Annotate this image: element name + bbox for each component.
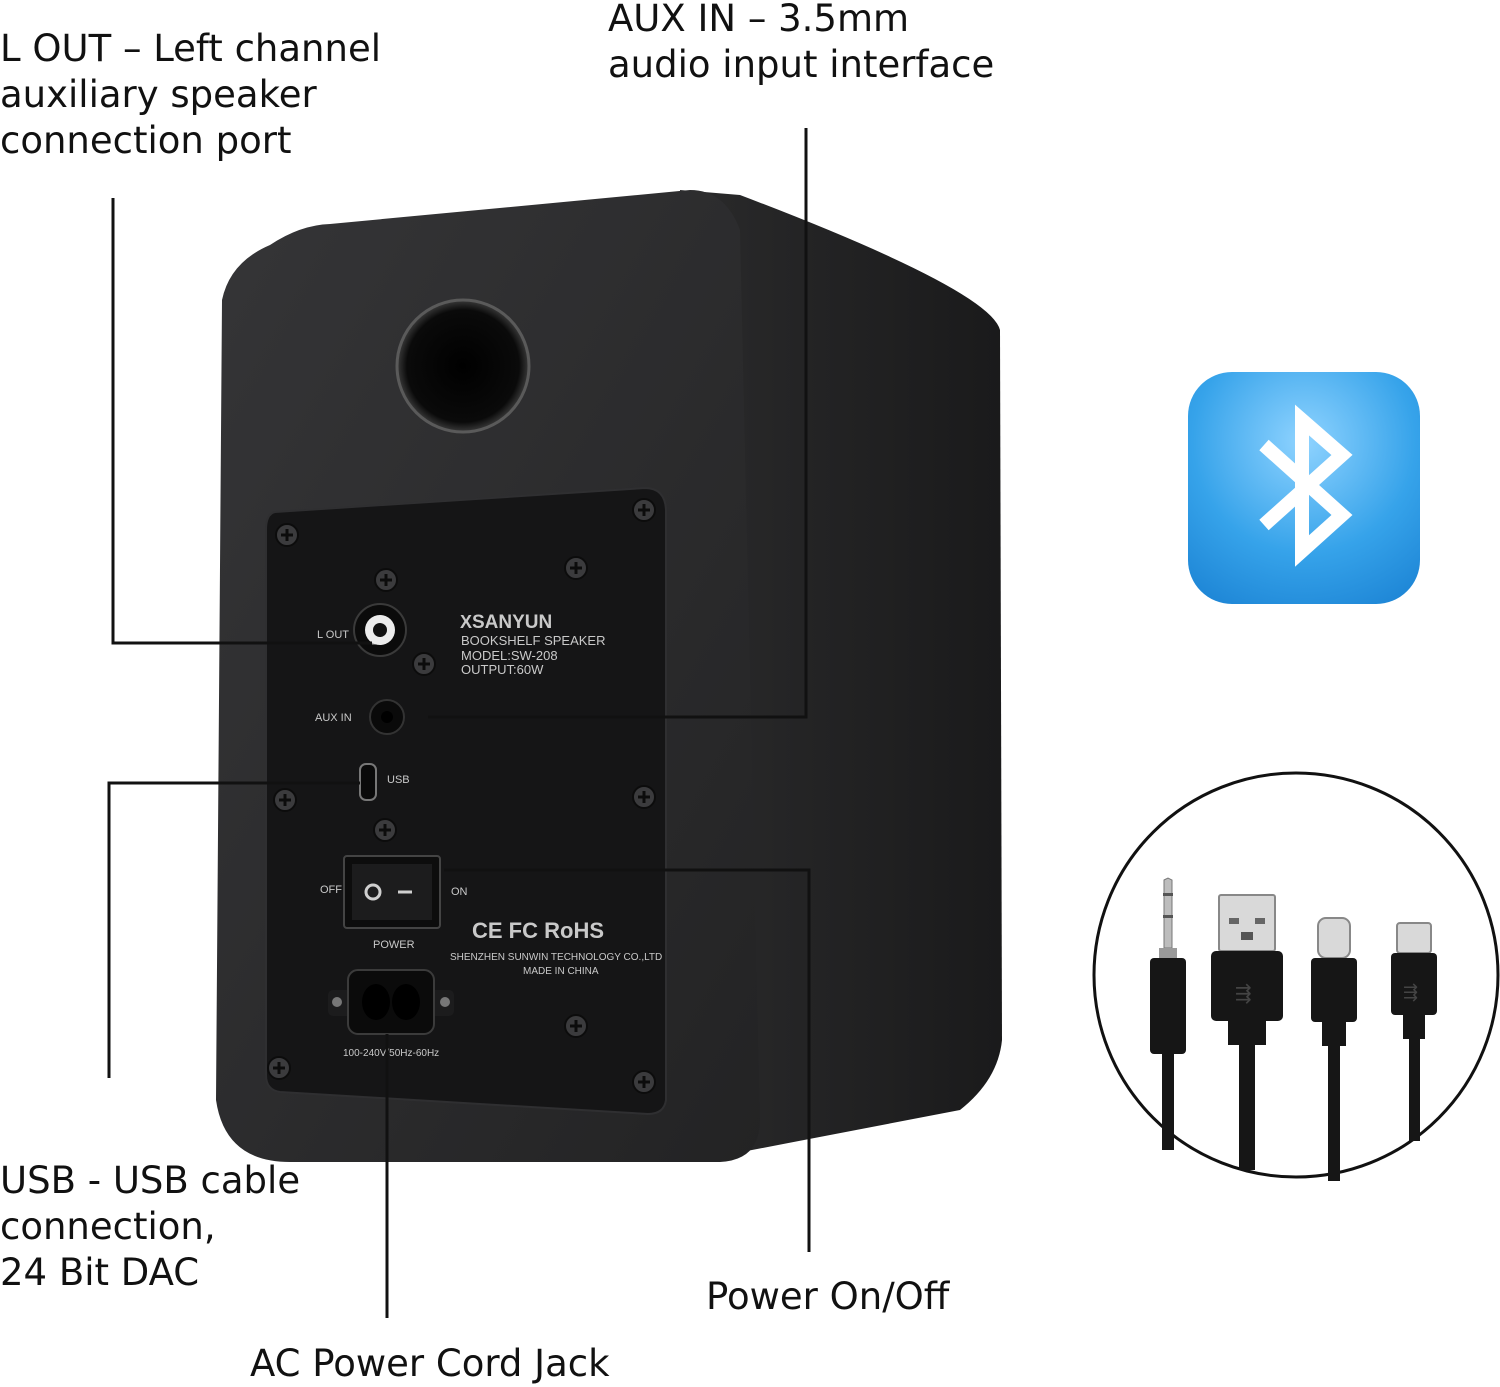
panel-maker: SHENZHEN SUNWIN TECHNOLOGY CO.,LTD: [450, 952, 662, 963]
screw-icon: [372, 817, 398, 843]
panel-l-out-label: L OUT: [317, 629, 349, 641]
screw-icon: [373, 567, 399, 593]
panel-voltage: 100-240V/50Hz-60Hz: [343, 1048, 439, 1059]
power-switch-icon: [343, 855, 441, 929]
callout-usb: USB - USB cable connection, 24 Bit DAC: [0, 1159, 301, 1294]
svg-text:⇶: ⇶: [1403, 982, 1418, 1003]
callout-ac: AC Power Cord Jack: [250, 1342, 610, 1385]
leader-lines: [107, 128, 811, 1318]
screw-icon: [631, 784, 657, 810]
screw-icon: [631, 497, 657, 523]
panel-usb-label: USB: [387, 774, 410, 786]
leader-line-l-out: [111, 198, 372, 645]
screw-icon: [411, 651, 437, 677]
micro-usb-cable-icon: ⇶: [1391, 922, 1437, 1141]
panel-power-label: POWER: [373, 939, 415, 951]
panel-product: BOOKSHELF SPEAKER: [461, 633, 606, 648]
usb-port-icon: [359, 763, 377, 801]
svg-text:⇶: ⇶: [1235, 981, 1252, 1005]
screw-icon: [274, 522, 300, 548]
callout-power: Power On/Off: [706, 1275, 950, 1318]
speaker-cabinet-side: [680, 190, 1002, 1160]
cables-circle-icon: ⇶ ⇶: [1092, 771, 1500, 1181]
callout-l-out: L OUT – Left channel auxiliary speaker c…: [0, 27, 381, 162]
screw-icon: [563, 1013, 589, 1039]
panel-made-in: MADE IN CHINA: [523, 966, 599, 977]
aux-jack-icon: [369, 699, 405, 735]
screw-icon: [563, 555, 589, 581]
panel-certs: CE FC RoHS: [472, 918, 604, 943]
panel-model: MODEL:SW-208: [461, 648, 558, 663]
screw-icon: [272, 787, 298, 813]
leader-line-usb: [107, 781, 360, 1078]
panel-on-label: ON: [451, 886, 468, 898]
callout-aux-in: AUX IN – 3.5mm audio input interface: [608, 0, 995, 86]
bass-port: [397, 300, 529, 432]
screw-icon: [266, 1055, 292, 1081]
screw-icon: [631, 1069, 657, 1095]
usb-a-cable-icon: ⇶: [1211, 894, 1283, 1170]
panel-off-label: OFF: [320, 884, 342, 896]
leader-line-aux-in: [428, 128, 808, 719]
panel-output: OUTPUT:60W: [461, 662, 544, 677]
back-panel-plate: [265, 486, 667, 1116]
panel-aux-in-label: AUX IN: [315, 712, 352, 724]
leader-line-power: [444, 868, 811, 1252]
panel-brand-mark: X: [460, 612, 472, 632]
ac-socket-icon: [328, 969, 454, 1035]
panel-brand: SANYUN: [472, 612, 552, 633]
usb-c-cable-icon: [1311, 917, 1357, 1181]
aux-cable-icon: [1150, 877, 1186, 1150]
bluetooth-icon: [1188, 372, 1420, 604]
rca-jack-icon: [353, 603, 407, 657]
